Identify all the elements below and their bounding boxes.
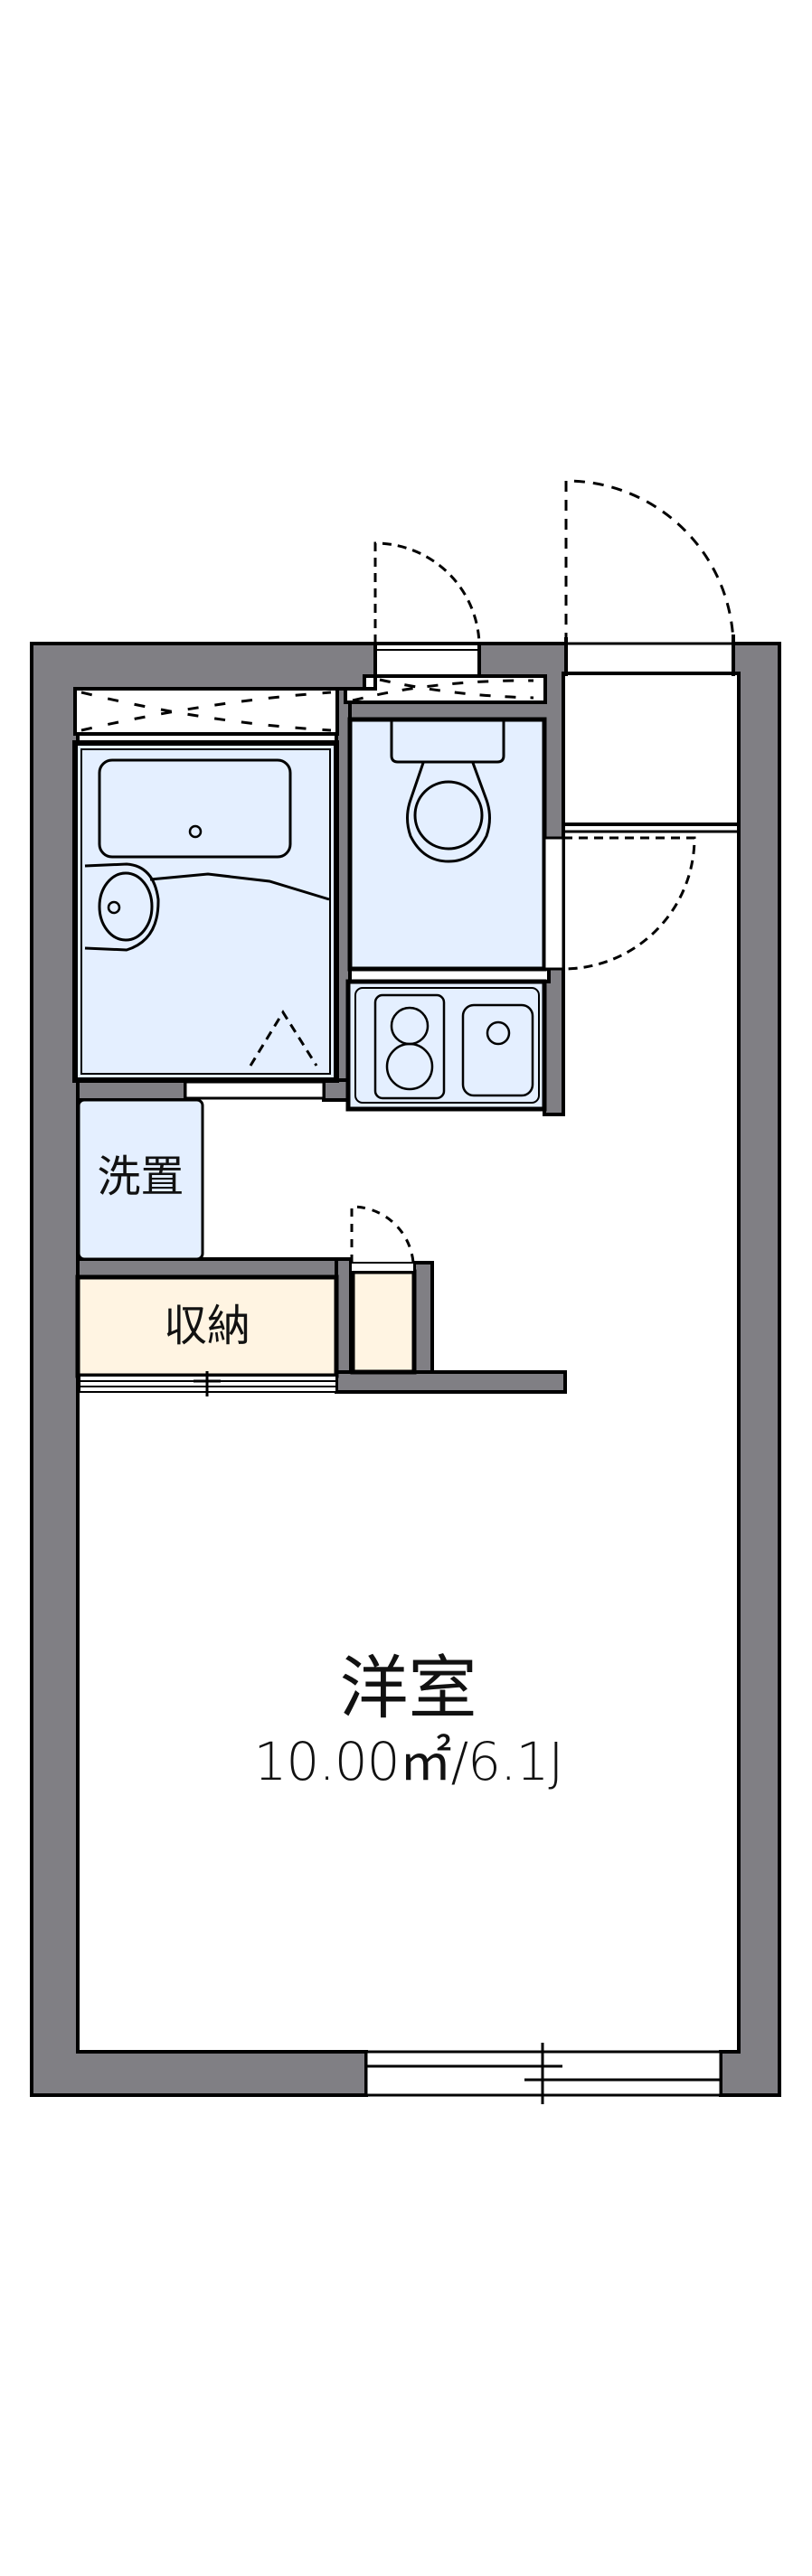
stove [373,993,446,1100]
toilet-tank [390,719,505,764]
washbasin-drain [107,900,121,915]
western-room-name: 洋室 [339,1648,477,1728]
entrance [562,479,741,833]
washbasin-bowl [98,871,154,942]
interior-walls [76,687,567,1394]
entrance-door-swing [564,479,735,644]
wall-horizontal-partition [335,1370,567,1394]
washbasin-outline [84,862,160,952]
toilet-room [347,717,547,972]
balcony-window [364,2043,722,2104]
sink [461,1003,534,1097]
shower-triangle [249,1010,318,1067]
shoe-closet [350,1205,417,1375]
bath-floor-curve [149,872,330,901]
washer-space-label: 洗置 [97,1152,184,1202]
kitchen [345,979,547,1112]
bathtub [98,758,292,859]
washer-space [77,1098,204,1261]
western-room-area: 10.00㎡/6.1J [253,1731,564,1792]
burner-large [385,1042,434,1091]
storage-closet [75,1274,339,1396]
hatched-shelf-top-right [344,674,547,704]
wall-washer-bottom [76,1257,353,1279]
bath-door-sill [184,1080,326,1100]
toilet-seat [413,780,484,851]
unit-bath [72,740,339,1083]
toilet-bowl-outer [406,762,491,863]
outer-wall-right [719,642,781,2097]
toilet-door [543,836,696,971]
storage-label: 収納 [163,1301,250,1351]
tub-drain [188,824,203,839]
small-top-door [373,541,481,678]
sink-drain [486,1020,511,1046]
hatched-shelf-left [73,687,339,736]
wall-bath-bottom-right [322,1078,350,1102]
wall-bath-bottom-left [76,1078,187,1102]
